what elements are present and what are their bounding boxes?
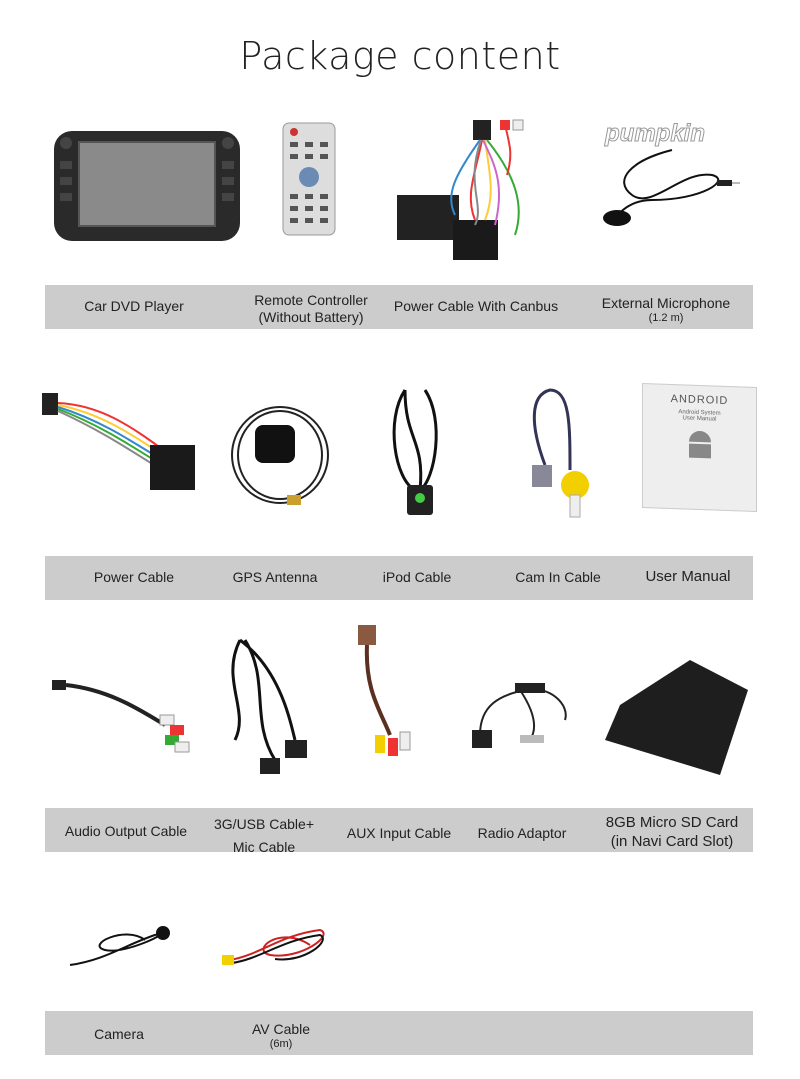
- usb-mic-cable-image: [231, 638, 307, 774]
- item-label: User Manual: [645, 568, 731, 585]
- item-label: Power Cable: [93, 569, 175, 585]
- item-label: 3G/USB Cable+Mic Cable: [214, 816, 314, 855]
- item-label: External Microphone(1.2 m): [601, 295, 731, 324]
- item-label: iPod Cable: [382, 569, 452, 585]
- cam-in-cable-image: [532, 388, 589, 518]
- label-bar-row-1: [45, 285, 753, 329]
- item-label: 8GB Micro SD Card(in Navi Card Slot): [605, 814, 739, 850]
- item-label: Radio Adaptor: [477, 825, 567, 841]
- radio-adaptor-image: [472, 683, 567, 748]
- external-microphone-image: [603, 149, 740, 226]
- aux-input-cable-image: [358, 625, 411, 756]
- micro-sd-card-image: [605, 660, 748, 775]
- item-label: AV Cable(6m): [251, 1021, 311, 1050]
- item-label: Audio Output Cable: [64, 823, 188, 839]
- manual-text: Android System User Manual: [678, 409, 721, 423]
- item-label: Camera: [94, 1026, 144, 1042]
- label-bar-row-4: [45, 1011, 753, 1055]
- manual-logo: ANDROID: [670, 392, 729, 408]
- av-cable-image: [222, 928, 325, 965]
- pumpkin-logo: pumpkin: [605, 120, 706, 148]
- power-cable-image: [42, 393, 195, 490]
- android-icon: [688, 431, 711, 459]
- label-bar-row-3: [45, 808, 753, 852]
- page-title: Package content: [239, 34, 561, 78]
- item-label: Cam In Cable: [515, 569, 601, 585]
- item-label: AUX Input Cable: [346, 825, 452, 841]
- item-label: Car DVD Player: [84, 298, 184, 314]
- item-label: Remote Controller(Without Battery): [254, 292, 368, 325]
- audio-output-cable-image: [52, 680, 190, 753]
- ipod-cable-image: [392, 389, 438, 515]
- item-label: GPS Antenna: [232, 569, 318, 585]
- remote-controller-image: [282, 122, 336, 236]
- item-label: Power Cable With Canbus: [393, 298, 559, 314]
- label-bar-row-2: [45, 556, 753, 600]
- power-cable-canbus-image: [397, 119, 524, 260]
- camera-image: [69, 926, 170, 966]
- car-dvd-player-image: [54, 131, 240, 241]
- gps-antenna-image: [231, 406, 329, 505]
- user-manual-image: ANDROID Android System User Manual: [642, 382, 757, 513]
